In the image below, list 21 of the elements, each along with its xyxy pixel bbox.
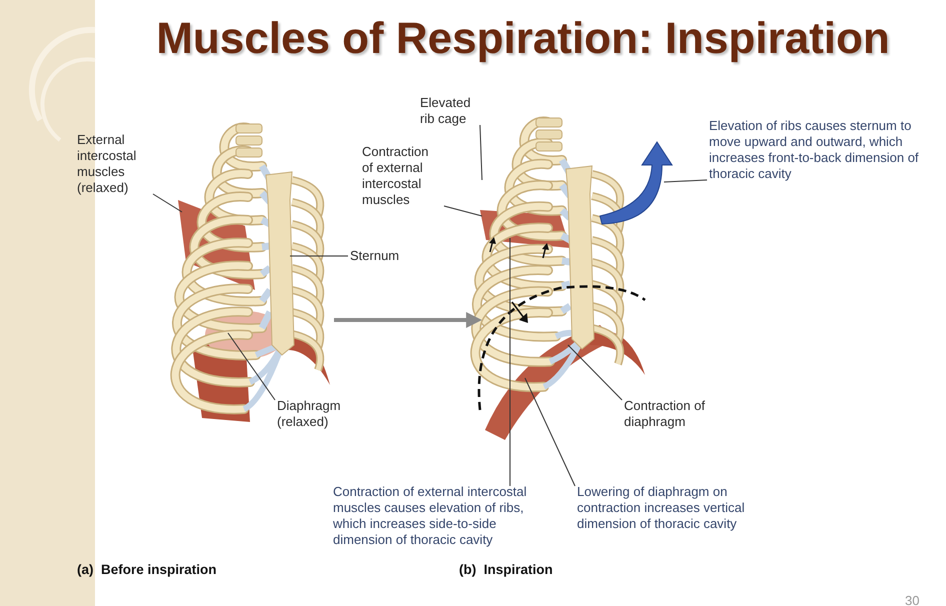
leader-line xyxy=(524,378,576,486)
slide-title: Muscles of Respiration: Inspiration xyxy=(155,14,891,64)
callout-label: Lowering of diaphragm on contraction increases vertical dimension of thoracic cavity xyxy=(577,484,763,532)
callout-label: Elevation of ribs causes sternum to move upward and outward, which increases front-to-back dimension of thoracic cavity xyxy=(709,118,941,182)
leader-line xyxy=(152,194,182,212)
callout-label: Contraction of external intercostal muscles causes elevation of ribs, which increases side-to-side dimension of thoracic cavity xyxy=(333,484,549,548)
leader-line xyxy=(568,344,622,400)
callout-label: Elevated rib cage xyxy=(420,95,478,127)
callout-label: External intercostal muscles (relaxed) xyxy=(77,132,151,196)
page-number: 30 xyxy=(905,593,920,606)
leader-line xyxy=(480,124,482,180)
arrow xyxy=(334,312,482,328)
callout-label: Contraction of diaphragm xyxy=(624,398,720,430)
leader-line xyxy=(444,206,482,216)
callout-label: Sternum xyxy=(350,248,420,264)
callout-label: Diaphragm (relaxed) xyxy=(277,398,357,430)
leader-line xyxy=(228,332,276,400)
panel-caption: (a) Before inspiration xyxy=(77,562,217,577)
leader-line xyxy=(664,180,708,182)
panel-caption: (b) Inspiration xyxy=(459,562,553,577)
callout-label: Contraction of external intercostal muscles xyxy=(362,144,442,208)
